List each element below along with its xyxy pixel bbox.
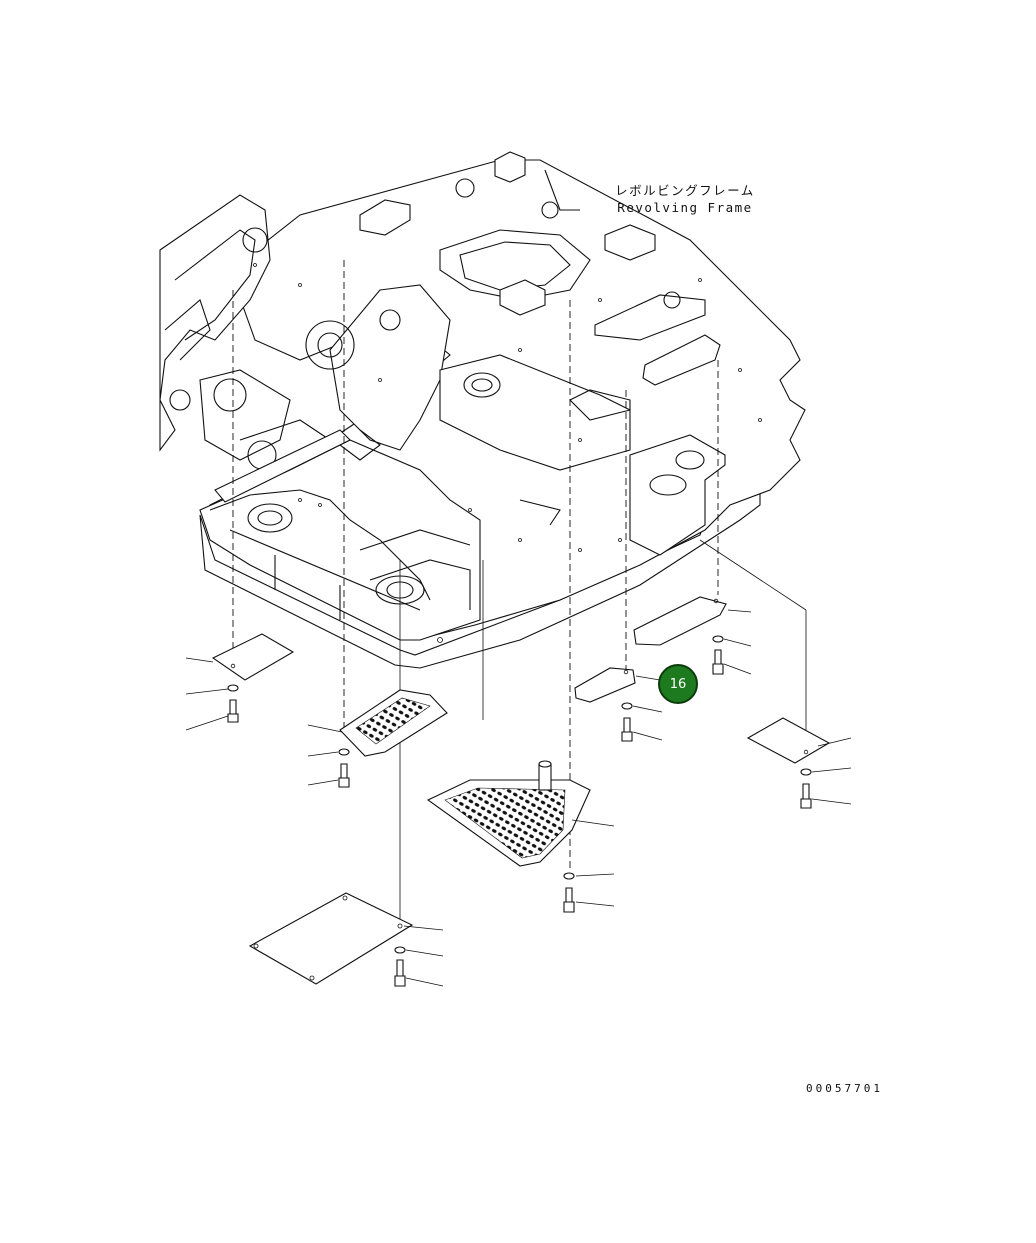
cover-plate-callout: [574, 667, 636, 703]
frame-label: レボルビングフレーム Revolving Frame: [600, 182, 770, 216]
revolving-frame: [159, 151, 806, 669]
undercover-parts: [185, 596, 852, 987]
part-callout-16[interactable]: 16: [658, 664, 698, 704]
cover-plate-right-lower: [746, 717, 831, 764]
frame-label-english: Revolving Frame: [617, 200, 753, 215]
cover-plate-left: [211, 633, 295, 681]
part-callout-number: 16: [669, 676, 687, 692]
frame-label-japanese: レボルビングフレーム: [615, 183, 755, 198]
drawing-code: 00057701: [806, 1082, 883, 1095]
cover-plate-bottom: [248, 892, 414, 985]
cover-plate-right-upper: [633, 596, 727, 646]
